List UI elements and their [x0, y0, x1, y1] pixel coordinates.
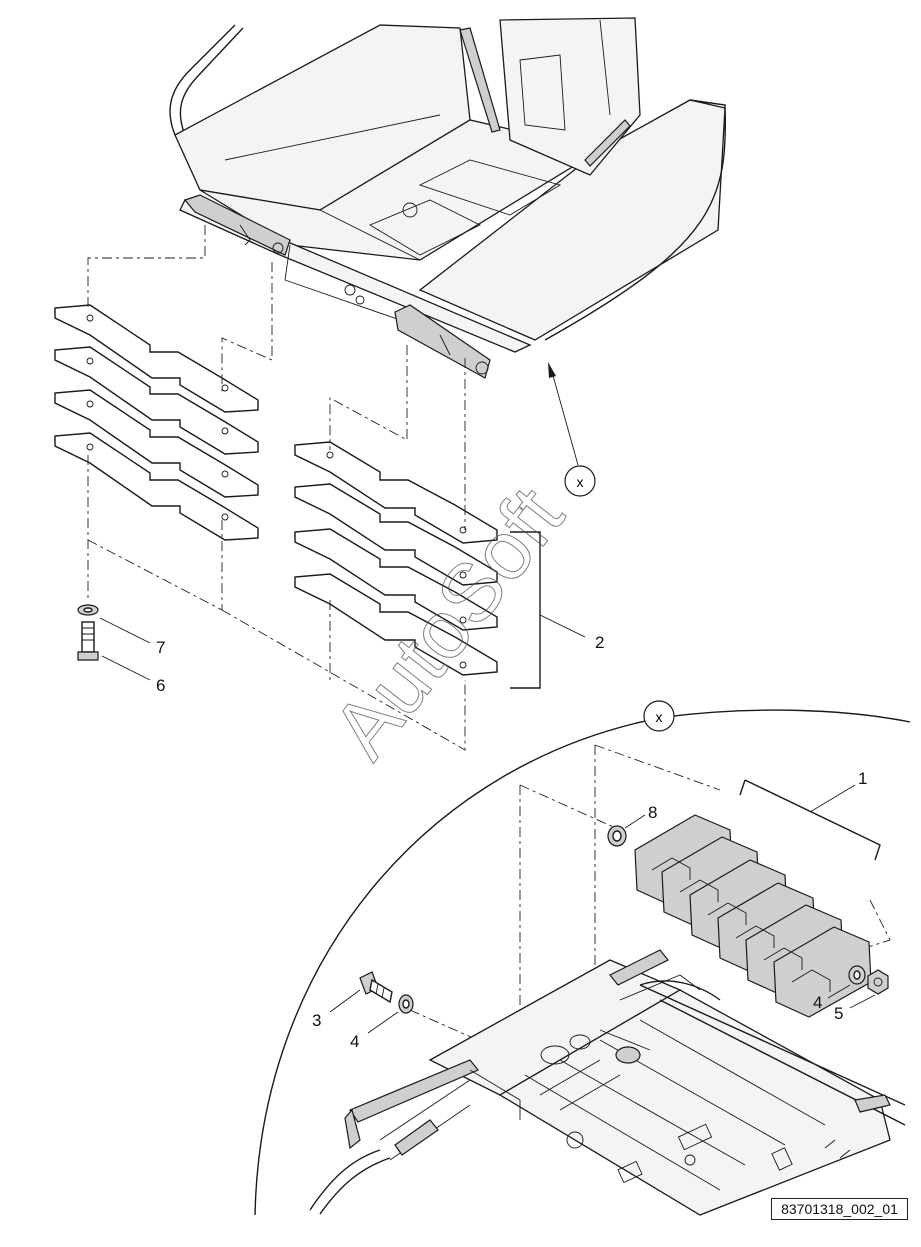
detail-arrow — [548, 362, 579, 466]
leader-2 — [539, 614, 586, 638]
leader-1 — [809, 784, 856, 813]
bolt-3 — [359, 971, 393, 1004]
chassis-frame — [428, 959, 906, 1216]
leader-4-left — [367, 1011, 399, 1034]
leader-5 — [849, 994, 876, 1009]
hinge-brackets — [309, 949, 721, 1215]
detail-marker-top: x — [564, 465, 596, 497]
callout-8: 8 — [648, 803, 657, 822]
callout-4-left: 4 — [350, 1032, 359, 1051]
callout-5: 5 — [834, 1004, 843, 1023]
callout-6: 6 — [156, 676, 165, 695]
detail-marker-bottom-label: x — [656, 709, 663, 725]
shim-plate-stack-left — [54, 304, 259, 541]
callout-3: 3 — [312, 1011, 321, 1030]
hopper-assembly — [169, 17, 727, 379]
leader-8 — [624, 814, 646, 829]
reference-code: 83701318_002_01 — [771, 1198, 908, 1220]
bracket-2 — [510, 531, 541, 689]
detail-marker-top-label: x — [577, 474, 584, 490]
leader-3 — [329, 989, 361, 1013]
alignment-lines-top — [87, 225, 466, 751]
callout-1: 1 — [858, 769, 867, 788]
rubber-pad-set — [634, 814, 872, 1018]
callout-7: 7 — [156, 638, 165, 657]
bracket-1 — [739, 779, 881, 861]
detail-view: x 1 8 3 4 4 5 — [254, 700, 911, 1216]
leader-7 — [99, 617, 151, 644]
bolt-and-washer-left — [77, 604, 99, 661]
leader-4-right — [827, 984, 851, 999]
shim-plate-stack-right — [294, 441, 498, 676]
callout-2: 2 — [595, 633, 604, 652]
nut-5 — [867, 969, 889, 995]
detail-marker-bottom: x — [643, 700, 675, 732]
leader-6 — [101, 655, 151, 681]
callout-4-right: 4 — [813, 993, 822, 1012]
